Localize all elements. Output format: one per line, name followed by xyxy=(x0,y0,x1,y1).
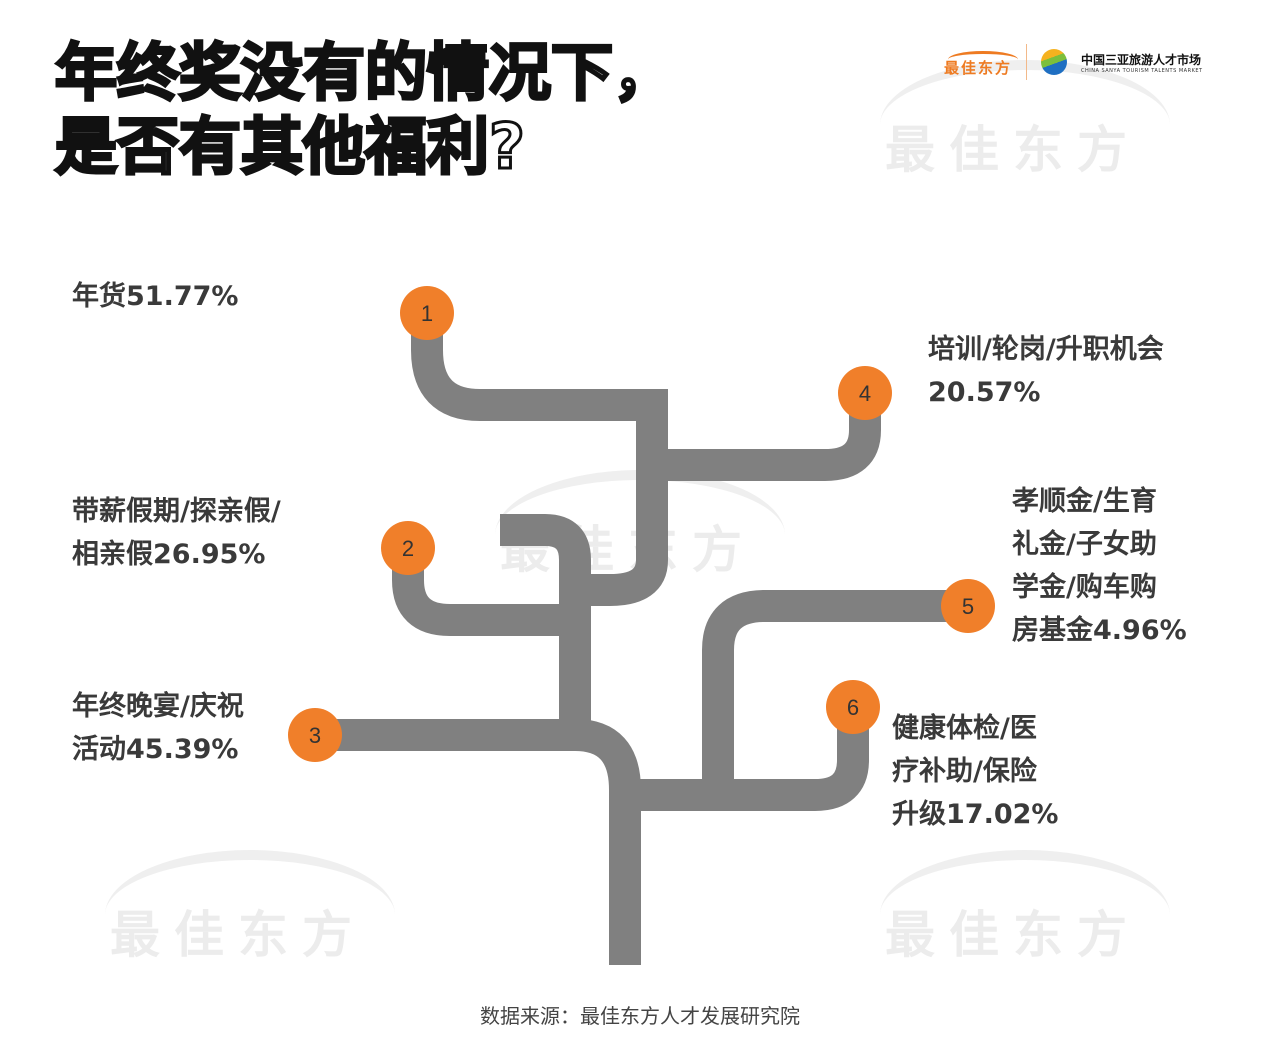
branch-2 xyxy=(392,548,575,636)
node-number: 2 xyxy=(402,536,414,561)
node-6 xyxy=(826,680,880,734)
watermark-arc xyxy=(880,60,1170,190)
item-label: 培训/轮岗/升职机会 20.57% xyxy=(928,334,1164,408)
item-label: 年货51.77% xyxy=(72,281,239,312)
partner-name-en: CHINA SANYA TOURISM TALENTS MARKET xyxy=(1081,67,1203,74)
node-2 xyxy=(381,521,435,575)
brand-logo: 最佳东方 xyxy=(944,47,1019,78)
partner-logo: 中国三亚旅游人才市场 CHINA SANYA TOURISM TALENTS M… xyxy=(1081,51,1203,74)
logo-divider xyxy=(1026,44,1028,80)
node-1 xyxy=(400,286,454,340)
watermark: 最佳东方 xyxy=(110,906,366,964)
watermark: 最佳东方 xyxy=(885,121,1141,179)
node-number: 6 xyxy=(847,695,859,720)
node-4 xyxy=(838,366,892,420)
branch-1 xyxy=(411,313,668,606)
node-number: 1 xyxy=(421,301,433,326)
item-label: 年终晚宴/庆祝 活动45.39% xyxy=(72,691,244,765)
node-5 xyxy=(941,579,995,633)
logos: 最佳东方 中国三亚旅游人才市场 CHINA SANYA TOURISM TALE… xyxy=(944,44,1203,80)
watermark-arc xyxy=(880,850,1170,980)
watermark-arc xyxy=(105,850,395,980)
partner-name-cn: 中国三亚旅游人才市场 xyxy=(1081,52,1202,67)
trunk xyxy=(315,719,641,965)
page-title: 年终奖没有的情况下， 是否有其他福利? xyxy=(53,35,676,185)
branch-stem xyxy=(500,514,591,735)
branch-5 xyxy=(702,590,968,795)
branch-4 xyxy=(652,393,881,481)
data-source: 数据来源：最佳东方人才发展研究院 xyxy=(480,1004,800,1028)
item-label: 孝顺金/生育 礼金/子女助 学金/购车购 房基金4.96% xyxy=(1012,486,1187,646)
item-label: 带薪假期/探亲假/ 相亲假26.95% xyxy=(72,496,281,570)
title-line-1: 年终奖没有的情况下， xyxy=(53,35,676,111)
title-line-2: 是否有其他福利? xyxy=(53,109,526,185)
watermark: 最佳东方 xyxy=(885,906,1141,964)
node-number: 4 xyxy=(859,381,871,406)
globe-logo-icon xyxy=(1041,49,1068,75)
node-number: 3 xyxy=(309,723,321,748)
item-label: 健康体检/医 疗补助/保险 升级17.02% xyxy=(892,713,1059,830)
node-3 xyxy=(288,708,342,762)
branch-6 xyxy=(625,707,869,811)
node-number: 5 xyxy=(962,594,974,619)
